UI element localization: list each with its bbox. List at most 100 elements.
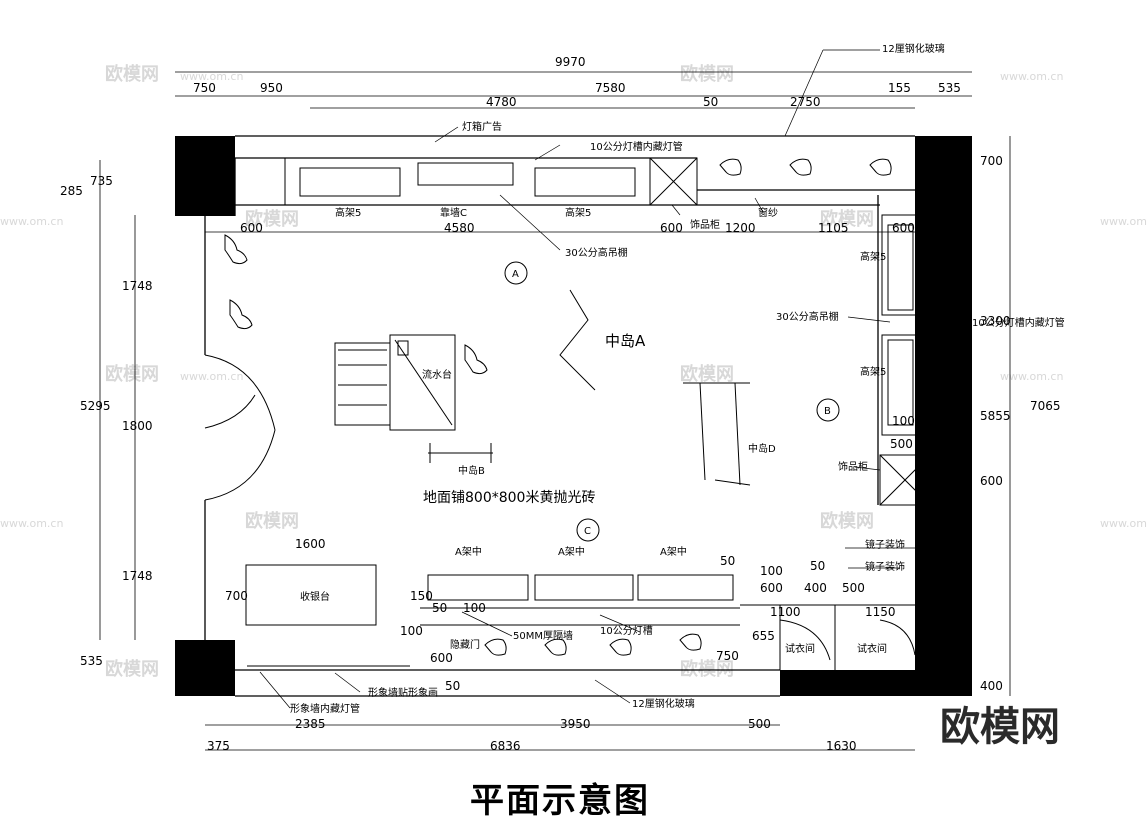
dim-text: 535 [80, 654, 103, 668]
label-decor-cabinet-top: 饰品柜 [690, 218, 720, 231]
dim-text: 2750 [790, 95, 821, 109]
brand-logo: 欧模网 [940, 704, 1060, 750]
watermark-text: 欧模网 [820, 208, 874, 230]
label-lightbox-ad: 灯箱广告 [462, 120, 502, 133]
dim-text: 155 [888, 81, 911, 95]
watermark-site: www.om.cn [1000, 70, 1063, 83]
annotation-labels: 12厘钢化玻璃 灯箱广告 10公分灯槽内藏灯管 高架5 靠墙C 高架5 饰品柜 … [290, 42, 1065, 715]
label-mirror-2: 镜子装饰 [865, 560, 905, 573]
dim-text: 500 [890, 437, 913, 451]
watermark-text: 欧模网 [820, 510, 874, 532]
person-icon [484, 638, 507, 656]
section-marker-c [576, 518, 600, 542]
entrance-door [204, 354, 276, 501]
watermark-text: 欧模网 [245, 510, 299, 532]
person-icon [224, 234, 248, 265]
dim-text: 7580 [595, 81, 626, 95]
dim-text: 100 [463, 601, 486, 615]
dim-text: 5295 [80, 399, 111, 413]
label-island-b: 中岛B [458, 464, 485, 477]
watermark-text: 欧模网 [680, 63, 734, 85]
dim-text: 700 [980, 154, 1003, 168]
cashier-and-rooms [245, 564, 920, 670]
dim-text: 4580 [444, 221, 475, 235]
label-wall-c: 靠墙C [440, 206, 467, 219]
label-tube-right: 10公分灯槽内藏灯管 [972, 316, 1065, 329]
dim-text: 600 [660, 221, 683, 235]
top-cabinets [284, 157, 698, 206]
section-marker-a [504, 261, 528, 285]
figure-icons [224, 158, 892, 656]
dim-text: 3300 [980, 314, 1011, 328]
label-mirror-1: 镜子装饰 [865, 538, 905, 551]
marker-a-label: A [512, 269, 519, 280]
dim-text: 600 [892, 221, 915, 235]
dim-text: 535 [938, 81, 961, 95]
dim-text: 1630 [826, 739, 857, 753]
watermark-site: www.om.cn [180, 370, 243, 383]
person-icon [229, 299, 253, 330]
dim-text: 500 [842, 581, 865, 595]
dim-text: 3950 [560, 717, 591, 731]
person-icon [719, 158, 742, 176]
right-shelves [879, 214, 931, 506]
dim-text: 150 [410, 589, 433, 603]
wall-bottom-right [780, 670, 972, 696]
label-low-shelf-3: A架中 [660, 545, 687, 558]
display-table [334, 334, 456, 431]
dim-text: 600 [240, 221, 263, 235]
label-glass-top: 12厘钢化玻璃 [882, 42, 945, 55]
dim-text: 100 [760, 564, 783, 578]
dim-text: 100 [400, 624, 423, 638]
label-high-shelf-left: 高架5 [335, 206, 361, 219]
dim-text: 285 [60, 184, 83, 198]
label-display-table: 流水台 [422, 368, 452, 381]
watermark-site: www.om.cn [1100, 215, 1147, 228]
dim-text: 50 [720, 554, 735, 568]
wall-right [915, 136, 972, 696]
dim-text: 50 [703, 95, 718, 109]
dim-text: 6836 [490, 739, 521, 753]
label-decor-cabinet-right: 饰品柜 [838, 460, 868, 473]
label-low-shelf-2: A架中 [558, 545, 585, 558]
leader-lines [259, 49, 970, 709]
dim-text: 1748 [122, 279, 153, 293]
dim-text: 750 [193, 81, 216, 95]
dim-text: 1200 [725, 221, 756, 235]
dim-text: 600 [430, 651, 453, 665]
dim-text: 600 [760, 581, 783, 595]
dim-texts: 9970 750 950 7580 155 535 4780 50 2750 6… [60, 55, 1061, 753]
label-low-shelf-1: A架中 [455, 545, 482, 558]
watermark-text: 欧模网 [105, 63, 159, 85]
dim-text: 375 [207, 739, 230, 753]
label-high-shelf-mid: 高架5 [565, 206, 591, 219]
section-marker-b [816, 398, 840, 422]
dim-text: 1105 [818, 221, 849, 235]
label-partition: 50MM厚隔墙 [513, 629, 573, 642]
person-icon [869, 158, 892, 176]
dim-text: 50 [445, 679, 460, 693]
label-gauze: 窗纱 [758, 206, 778, 219]
label-image-wall-tube: 形象墙内藏灯管 [290, 702, 360, 715]
dim-text: 1600 [295, 537, 326, 551]
label-floor-tile: 地面铺800*800米黄抛光砖 [423, 489, 595, 506]
dim-text: 500 [748, 717, 771, 731]
wall-blocks [175, 136, 972, 696]
dim-text: 5855 [980, 409, 1011, 423]
dim-text: 950 [260, 81, 283, 95]
dim-text: 1100 [770, 605, 801, 619]
bottom-shelves [420, 574, 740, 626]
label-high-shelf-right-1: 高架5 [860, 250, 886, 263]
watermark-site: www.om.cn [0, 215, 63, 228]
wall-corner-top-left [175, 136, 235, 216]
dim-overall-right: 7065 [1030, 399, 1061, 413]
label-tube-bottom: 10公分灯槽 [600, 624, 653, 637]
label-hidden-door: 隐藏门 [450, 638, 480, 651]
dim-text: 750 [716, 649, 739, 663]
person-icon [789, 158, 812, 176]
watermark-site: www.om.cn [1100, 517, 1147, 530]
person-icon [544, 638, 567, 656]
wall-corner-bottom-left [175, 640, 235, 696]
watermark-text: 欧模网 [680, 363, 734, 385]
